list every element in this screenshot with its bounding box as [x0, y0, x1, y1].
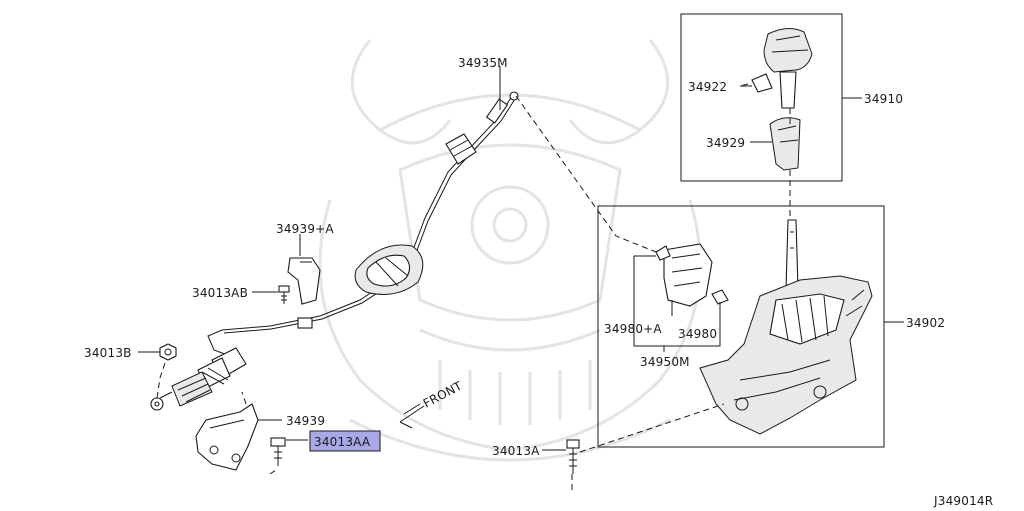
leader-lines [138, 66, 904, 451]
position-switch-34980a[interactable] [655, 243, 713, 307]
part-labels: 34935M 34939+A 34013AB 34013B 34939 3401… [84, 56, 993, 508]
bolt-34013aa[interactable] [270, 437, 286, 466]
switch-34980[interactable] [711, 289, 729, 305]
knob-group-box [680, 13, 843, 182]
label-34980a[interactable]: 34980+A [604, 322, 662, 336]
label-34902[interactable]: 34902 [906, 316, 945, 330]
nut-34013b[interactable] [159, 343, 177, 361]
knob-cover-34929[interactable] [769, 117, 801, 171]
bolt-34013ab[interactable] [278, 285, 290, 304]
bolt-34013a[interactable] [566, 439, 580, 474]
control-device-box [597, 205, 885, 448]
bracket-34939a[interactable] [287, 257, 321, 305]
label-34910[interactable]: 34910 [864, 92, 903, 106]
watermark-emblem [318, 39, 702, 462]
highlight-34013aa [309, 430, 381, 452]
label-34935m[interactable]: 34935M [458, 56, 508, 70]
button-34922[interactable] [751, 73, 773, 93]
control-device-34902[interactable] [699, 219, 873, 435]
label-34950m[interactable]: 34950M [640, 355, 690, 369]
label-34980[interactable]: 34980 [678, 327, 717, 341]
shift-cable-assembly[interactable] [150, 91, 519, 411]
label-34929[interactable]: 34929 [706, 136, 745, 150]
label-34013a[interactable]: 34013A [492, 444, 540, 458]
label-34939a[interactable]: 34939+A [276, 222, 334, 236]
bracket-34939[interactable] [195, 403, 259, 471]
dashed-guides [156, 83, 791, 494]
label-34013aa[interactable]: 34013AA [314, 435, 371, 449]
front-arrow: FRONT [399, 378, 465, 429]
label-34013ab[interactable]: 34013AB [192, 286, 248, 300]
diagram-code: J349014R [933, 494, 993, 508]
front-label: FRONT [421, 378, 465, 410]
label-34939[interactable]: 34939 [286, 414, 325, 428]
shift-knob-34910[interactable] [763, 28, 813, 109]
label-34013b[interactable]: 34013B [84, 346, 132, 360]
label-34922[interactable]: 34922 [688, 80, 727, 94]
